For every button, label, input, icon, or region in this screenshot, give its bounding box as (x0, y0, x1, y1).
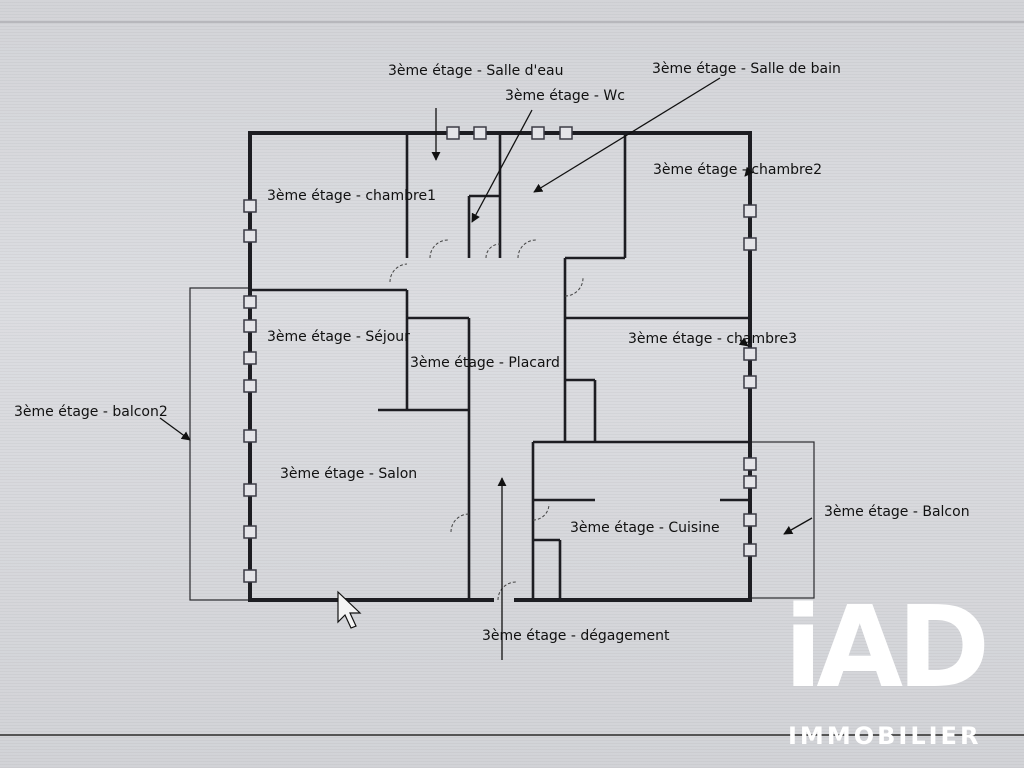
label-balcon2: 3ème étage - balcon2 (14, 404, 168, 420)
balcon2-outline (189, 287, 251, 601)
iad-logo: iAD IMMOBILIER (784, 592, 1014, 762)
iad-logo-subtitle: IMMOBILIER (788, 722, 982, 750)
mouse-cursor-icon (337, 590, 362, 629)
interior-walls (250, 133, 750, 600)
door-swings (389, 239, 584, 601)
label-salle-eau: 3ème étage - Salle d'eau (388, 63, 564, 79)
label-cuisine: 3ème étage - Cuisine (570, 520, 720, 536)
label-degagement: 3ème étage - dégagement (482, 628, 670, 644)
label-chambre3: 3ème étage - chambre3 (628, 331, 797, 347)
label-chambre1: 3ème étage - chambre1 (267, 188, 436, 204)
label-salle-bain: 3ème étage - Salle de bain (652, 61, 841, 77)
label-chambre2: 3ème étage - chambre2 (653, 162, 822, 178)
label-salon: 3ème étage - Salon (280, 466, 418, 482)
label-placard: 3ème étage - Placard (410, 355, 560, 371)
balcon-outline (749, 441, 815, 599)
windows (243, 126, 757, 583)
iad-logo-mark: iAD (784, 583, 990, 713)
label-wc: 3ème étage - Wc (505, 88, 625, 104)
label-sejour: 3ème étage - Séjour (267, 329, 410, 345)
leader-arrows (159, 77, 813, 660)
label-balcon: 3ème étage - Balcon (824, 504, 970, 520)
